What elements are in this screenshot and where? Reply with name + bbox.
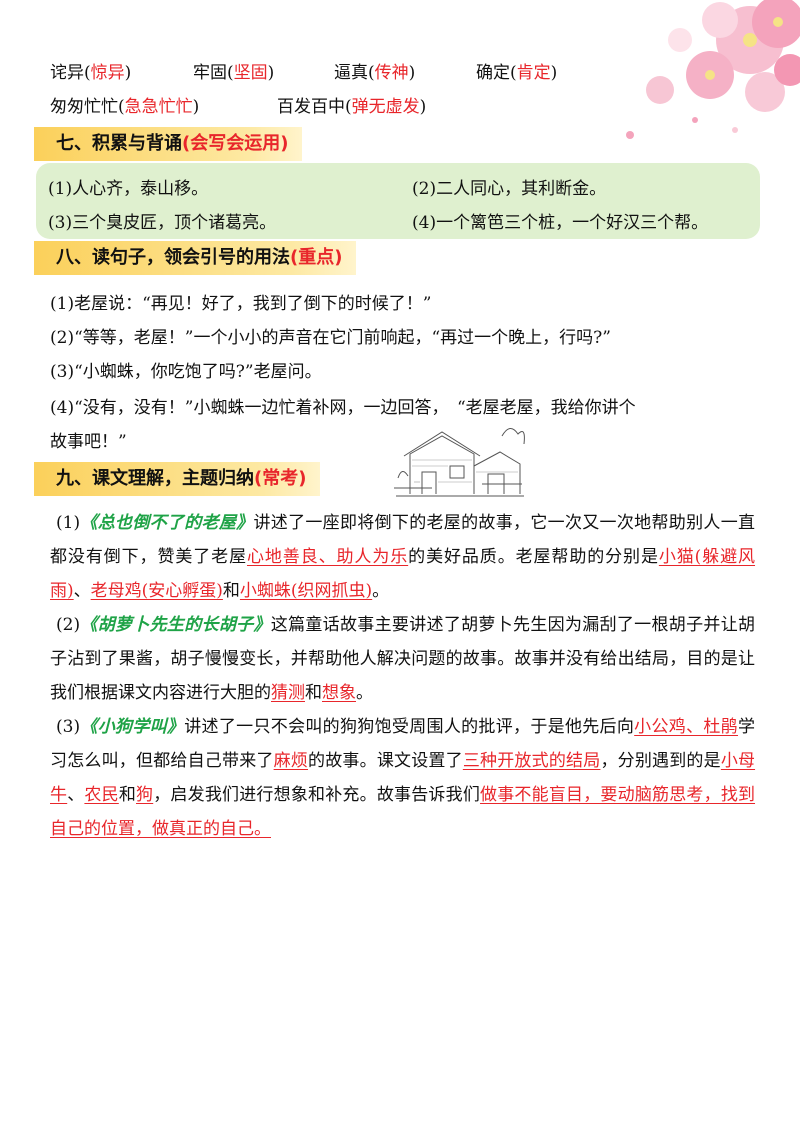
section-heading-7: 七、积累与背诵(会写会运用) [34, 127, 303, 161]
quote-sentence: (4)“没有，没有！”小蜘蛛一边忙着补网，一边回答， “老屋老屋，我给你讲个 [50, 398, 636, 418]
book-title: 《胡萝卜先生的长胡子》 [80, 615, 271, 635]
section-heading-9: 九、课文理解，主题归纳(常考) [34, 462, 321, 496]
quote-sentence: (1)老屋说：“再见！好了，我到了倒下的时候了！” [50, 294, 432, 314]
book-title: 《小狗学叫》 [80, 717, 185, 737]
idiom-item: (2)二人同心，其利断金。 [412, 179, 607, 199]
vocab-item: 匆匆忙忙(急急忙忙) [50, 97, 200, 117]
book-title: 《总也倒不了的老屋》 [80, 513, 254, 533]
idiom-box [36, 163, 760, 239]
flower-decoration [626, 0, 800, 139]
summary-paragraph-3: (3)《小狗学叫》讲述了一只不会叫的狗狗饱受周围人的批评，于是他先后向小公鸡、杜… [50, 717, 756, 839]
quote-sentence: (3)“小蜘蛛，你吃饱了吗?”老屋问。 [50, 362, 322, 382]
quote-sentence: (2)“等等，老屋！”一个小小的声音在它门前响起，“再过一个晚上，行吗?” [50, 328, 611, 348]
summary-paragraph-1: (1)《总也倒不了的老屋》讲述了一座即将倒下的老屋的故事，它一次又一次地帮助别人… [50, 513, 756, 601]
old-house-sketch [394, 428, 525, 497]
vocab-item: 牢固(坚固) [193, 63, 275, 83]
vocab-item: 确定(肯定) [476, 63, 558, 83]
summary-paragraph-2: (2)《胡萝卜先生的长胡子》这篇童话故事主要讲述了胡萝卜先生因为漏刮了一根胡子并… [50, 615, 756, 703]
idiom-item: (1)人心齐，泰山移。 [48, 179, 209, 199]
quote-sentence: 故事吧！” [50, 432, 127, 452]
idiom-item: (4)一个篱笆三个桩，一个好汉三个帮。 [412, 213, 709, 233]
section-heading-8: 八、读句子，领会引号的用法(重点) [34, 241, 357, 275]
vocab-item: 诧异(惊异) [50, 63, 132, 83]
idiom-item: (3)三个臭皮匠，顶个诸葛亮。 [48, 213, 277, 233]
vocab-item: 百发百中(弹无虚发) [277, 97, 427, 117]
vocab-item: 逼真(传神) [334, 63, 416, 83]
